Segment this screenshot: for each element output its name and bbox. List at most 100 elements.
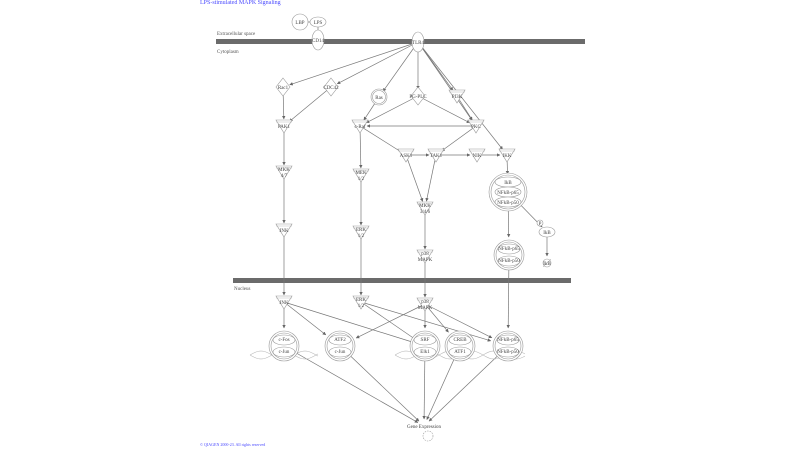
node-pi3k[interactable]: PI3K: [448, 89, 466, 104]
node-label: JNK: [279, 301, 289, 306]
node-tlr4[interactable]: TLR4: [411, 31, 424, 53]
node-label: NFkB-p65: [497, 191, 519, 196]
node-ask1[interactable]: ASK1: [397, 148, 415, 163]
node-label: NFkB-p65: [498, 247, 520, 252]
compartment-nucleus: Nucleus: [234, 287, 250, 292]
diagram-title: LPS-stimulated MAPK Signaling: [200, 0, 281, 6]
node-srfelk[interactable]: SRF Elk1: [409, 330, 441, 362]
edge-np38-CREBATF: [424, 303, 449, 333]
node-label: ATF1: [454, 350, 466, 355]
copyright: © QIAGEN 2000-23. All rights reserved: [200, 442, 266, 447]
node-label: MKK: [278, 168, 290, 173]
node-label: CD14: [312, 39, 324, 44]
edge-TLR4-PKC: [417, 41, 473, 121]
node-label: PG-PLC: [409, 95, 427, 100]
node-label: Rac1: [278, 86, 289, 91]
node-pak1[interactable]: PAK1: [275, 119, 293, 134]
node-label: PI3K: [452, 95, 463, 100]
node-fosjun[interactable]: c-Fos c-Jun: [268, 330, 300, 362]
node-ras[interactable]: Ras: [370, 88, 388, 106]
node-atf2jun[interactable]: ATF2 c-Jun: [324, 330, 356, 362]
node-label: CREB: [453, 338, 467, 343]
edge-TLR4-Rac1: [289, 41, 419, 86]
node-lbp[interactable]: LBP: [291, 13, 309, 31]
nuclear-membrane: [233, 278, 571, 283]
node-label: p38: [421, 252, 429, 257]
edge-nJNK-ATF2Jun: [283, 301, 327, 336]
node-label: NIK: [473, 154, 482, 159]
node-label: Elk1: [420, 350, 430, 355]
edge-TLR4-CDC42: [336, 41, 419, 85]
edge-np38-ATF2Jun: [355, 303, 426, 339]
node-label: 1/2: [358, 304, 365, 309]
edge-PI3K-PKC: [456, 95, 473, 121]
node-crebatf[interactable]: CREB ATF1: [444, 330, 476, 362]
node-label: ERK: [356, 228, 366, 233]
node-label: 1/2: [358, 234, 365, 239]
edge-nNFkB-Gene: [428, 345, 509, 422]
node-label: MAPK: [418, 306, 433, 311]
node-label: p38: [421, 300, 429, 305]
node-label: P: [539, 222, 542, 227]
edge-CDC42-PAK1: [289, 86, 332, 122]
node-label: 3/4/6: [420, 210, 431, 215]
node-jnk[interactable]: JNK: [275, 223, 293, 238]
edge-PGPLC-cRaf: [365, 95, 419, 124]
node-label: ATF2: [334, 338, 346, 343]
node-label: 4/7: [281, 174, 288, 179]
node-label: MEK: [355, 171, 367, 176]
node-label: MAPK: [418, 258, 433, 263]
edge-cRaf-ASK1: [359, 125, 407, 156]
node-nik[interactable]: NIK: [468, 148, 486, 163]
node-cdc42[interactable]: CDC42: [323, 77, 339, 97]
node-craf[interactable]: c-Raf: [351, 119, 369, 134]
node-label: NFkB-p50: [498, 259, 520, 264]
node-label: TLR4: [412, 41, 424, 46]
node-label: MKK: [419, 204, 431, 209]
node-label: c-Jun: [279, 350, 290, 355]
node-label: c-Raf: [354, 125, 365, 130]
node-p[interactable]: P: [536, 219, 544, 227]
node-ikk[interactable]: IKK: [498, 148, 516, 163]
edge-TAK1-MKK346: [425, 154, 437, 202]
node-pikb[interactable]: IkB: [538, 226, 556, 238]
node-label: c-Fos: [278, 338, 289, 343]
node-cd14[interactable]: CD14: [311, 29, 324, 51]
node-label: IkB: [543, 262, 551, 267]
node-label: NFkB-p65: [497, 338, 519, 343]
plasma-membrane: [216, 39, 585, 44]
node-gene[interactable]: Gene Expression: [407, 425, 442, 442]
node-njnk[interactable]: JNK: [275, 295, 293, 310]
node-pkc[interactable]: PKC: [467, 119, 485, 134]
node-label: PAK1: [278, 125, 291, 130]
node-label: JNK: [279, 229, 289, 234]
compartment-extracellular: Extracellular space: [217, 32, 256, 37]
node-rac1[interactable]: Rac1: [275, 77, 291, 97]
node-label: NFkB-p50: [497, 201, 519, 206]
edge-PKC-TAK1: [441, 125, 477, 152]
node-ikbdeg[interactable]: IkB: [542, 258, 551, 268]
node-label: TAK1: [430, 154, 443, 159]
node-label: 1/2: [358, 177, 365, 182]
node-label: ASK1: [400, 154, 413, 159]
node-label: c-Jun: [335, 350, 346, 355]
node-tak1[interactable]: TAK1: [427, 148, 445, 163]
node-label: LBP: [295, 21, 304, 26]
node-lps[interactable]: LPS: [309, 16, 327, 28]
node-label: LPS: [314, 21, 323, 26]
node-pgplc[interactable]: PG-PLC: [409, 86, 427, 106]
node-label: IkB: [504, 181, 512, 186]
node-label: SRF: [421, 338, 430, 343]
edge-nJNK-SRFElk: [283, 301, 426, 347]
compartment-cytoplasm: Cytoplasm: [217, 50, 239, 55]
